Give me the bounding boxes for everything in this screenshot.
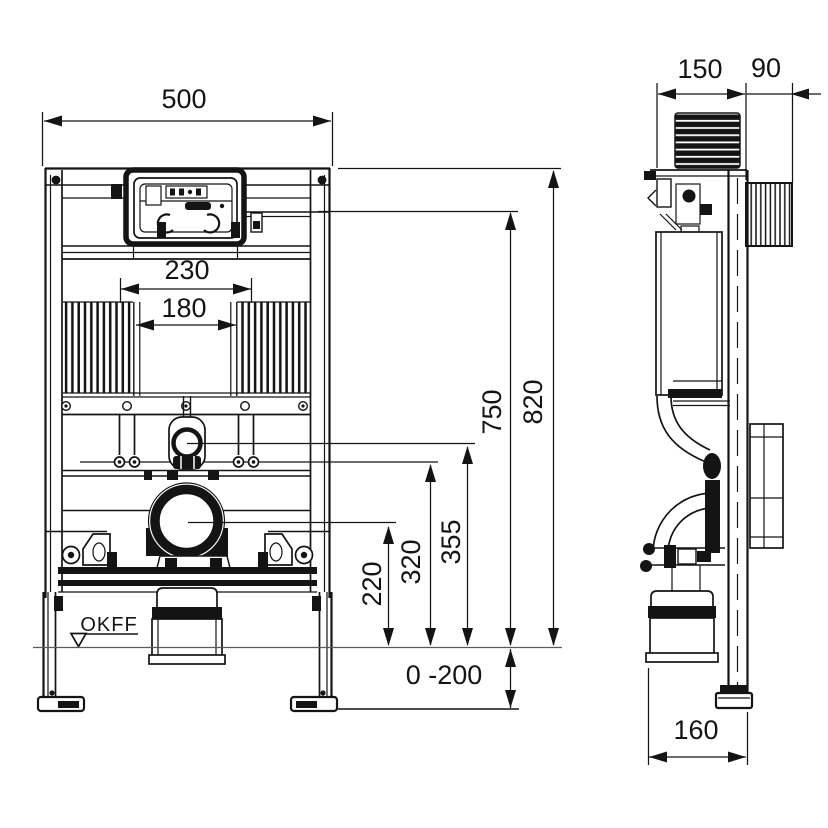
side-frame-rail (714, 170, 754, 710)
waste-outlet (146, 482, 396, 569)
side-cistern-top (650, 112, 747, 177)
side-flush-bend (652, 395, 721, 554)
flush-pipe-connection (168, 396, 475, 470)
dim-label-upper-height: 750 (477, 389, 507, 434)
dim-upper-height: 750 (318, 210, 518, 646)
outlet-pipe-ring (150, 484, 223, 558)
hinge-part (111, 184, 122, 199)
dim-depth-front: 90 (746, 53, 821, 182)
protection-box (745, 182, 793, 247)
window-component-box (145, 185, 162, 206)
valve-pill (185, 202, 211, 210)
support-legs (36, 592, 339, 713)
dim-label-depth-main: 150 (677, 54, 722, 84)
fixing-rods (80, 415, 438, 468)
waste-pipe-front (148, 587, 226, 665)
leg-clamp-left (54, 596, 63, 611)
dim-total-height: 820 (338, 167, 561, 646)
corner-bolt-left (51, 175, 61, 185)
dim-fixing-outer: 230 (119, 255, 253, 303)
waste-pipe-side (645, 590, 719, 663)
dim-outlet-depth: 160 (647, 668, 749, 765)
dim-outlet-height: 220 (357, 526, 394, 646)
dim-floor-adjust: 0 -200 (406, 649, 516, 708)
outlet-elbow-inner (667, 507, 714, 554)
flush-plate-housing (745, 182, 793, 247)
frame-rails (44, 167, 331, 598)
dim-label-outlet-height: 220 (357, 561, 387, 606)
front-view: OKFF (36, 167, 475, 713)
leg-clamp-right (312, 596, 321, 611)
dim-supply-height: 320 (396, 464, 436, 646)
corner-bolt-right (317, 175, 327, 185)
cistern-insulation-block (674, 112, 741, 169)
dim-label-flush-height: 355 (436, 519, 466, 564)
mounting-bar (61, 396, 311, 416)
dim-depth-main: 150 (656, 54, 747, 180)
downpipe (705, 480, 720, 553)
dimensions: 500 230 180 220 320 (41, 53, 821, 765)
side-fill-valve-mechanism (644, 171, 712, 235)
cistern-service-window (123, 167, 247, 247)
dim-label-floor-adjust: 0 -200 (406, 660, 483, 690)
dim-label-outlet-depth: 160 (673, 715, 718, 745)
dim-label-fixing-inner: 180 (161, 293, 206, 323)
side-connection-assembly (640, 543, 725, 591)
dim-flush-height: 355 (436, 446, 473, 646)
clip-right (203, 213, 221, 234)
dim-label-fixing-outer: 230 (164, 255, 209, 285)
dim-fixing-inner: 180 (136, 293, 236, 331)
floor-level-label: OKFF (80, 614, 137, 636)
floor-level-marker: OKFF (69, 614, 138, 649)
side-cistern-tank (655, 231, 730, 407)
dim-label-supply-height: 320 (396, 539, 426, 584)
side-view (640, 112, 793, 710)
insulation-ribs (63, 301, 310, 396)
dim-label-total-height: 820 (518, 379, 548, 424)
side-foot (714, 691, 754, 710)
side-wc-bracket-block (749, 423, 784, 549)
dim-label-depth-front: 90 (751, 53, 781, 83)
dim-label-width: 500 (161, 84, 206, 114)
wc-mounting-brackets (46, 530, 329, 567)
level-triangle-icon (69, 632, 88, 649)
outlet-elbow-outer (652, 492, 714, 554)
dim-front-width: 500 (41, 84, 334, 166)
